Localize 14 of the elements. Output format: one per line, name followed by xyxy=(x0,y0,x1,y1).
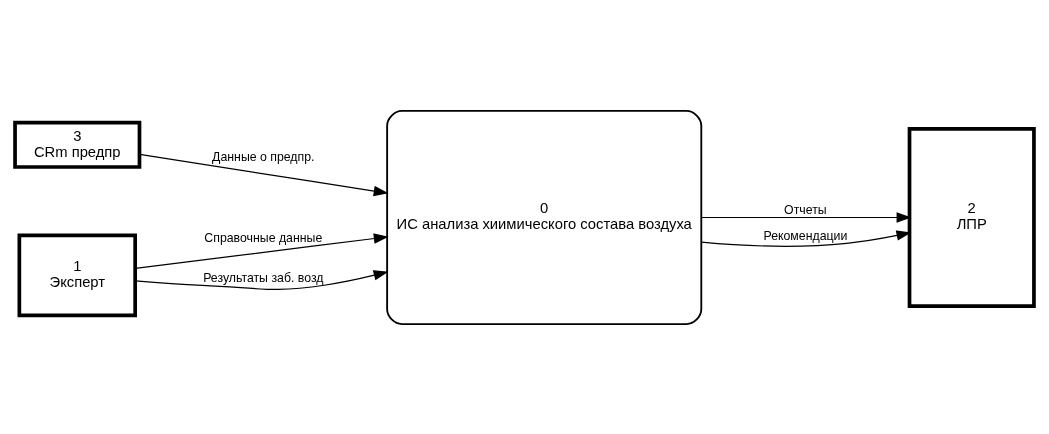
node-box: 1 Эксперт xyxy=(17,233,137,317)
arrow xyxy=(700,229,912,247)
arrow xyxy=(700,211,912,223)
edge-label: Отчеты xyxy=(784,202,827,217)
edge-label: Результаты заб. возд xyxy=(203,270,324,285)
node-box: 0 ИС анализа хиимического состава воздуха xyxy=(386,109,703,325)
node-box: 3 CRm предпр xyxy=(13,120,142,169)
arrow xyxy=(134,269,389,290)
edge-label: Данные о предпр. xyxy=(212,149,315,164)
arrow xyxy=(139,153,389,196)
edge-label: Рекомендации xyxy=(763,228,848,243)
node-box: 2 ЛПР xyxy=(907,126,1036,308)
arrow xyxy=(134,232,389,269)
edge-label: Справочные данные xyxy=(204,230,323,245)
